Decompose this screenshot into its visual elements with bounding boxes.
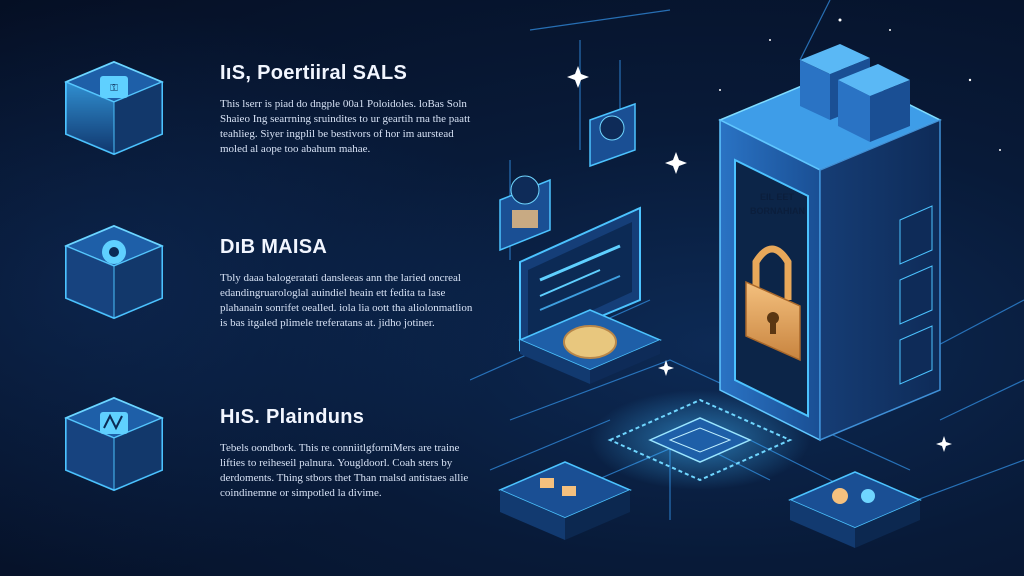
dashboard-monitor-icon — [519, 206, 641, 352]
feature-section-2: DıB MAISA Tbly daaa balogeratati danslee… — [60, 218, 480, 348]
section-1-title: IıS, Poertiiral SALS — [220, 62, 408, 84]
settings-block-icon — [788, 471, 922, 548]
section-3-title: HıS. Plainduns — [220, 406, 365, 428]
server-illustration: EIL EET BORNAHIAN — [470, 0, 1024, 548]
shield-panel-icon — [499, 175, 551, 252]
section-3-body: Tebels oondbork. This re conniitlgforniM… — [220, 442, 469, 499]
secure-server-tower — [718, 44, 942, 442]
id-cube-icon — [60, 222, 168, 322]
token-platform-icon — [518, 309, 662, 384]
feature-section-1: ⚿ IıS, Poertiiral SALS This lserr is pia… — [60, 52, 480, 182]
section-2-title: DıB MAISA — [220, 236, 328, 258]
sparkle-icons — [567, 18, 1001, 452]
data-cube-icon — [60, 394, 168, 494]
section-1-body: This lserr is piad do dngple 00a1 Poloid… — [220, 98, 471, 155]
network-chip-icon — [590, 390, 810, 490]
security-cube-icon: ⚿ — [60, 58, 168, 158]
fingerprint-panel-icon — [589, 102, 636, 168]
feature-section-3: HıS. Plainduns Tebels oondbork. This re … — [60, 392, 480, 522]
padlock-icon — [745, 245, 801, 362]
keypad-block-icon — [498, 461, 632, 540]
section-2-body: Tbly daaa balogeratati dansleeas ann the… — [220, 272, 473, 329]
svg-text:⚿: ⚿ — [110, 83, 118, 94]
server-label-line2: BORNAHIAN — [750, 206, 805, 216]
server-label-line1: EIL EET — [760, 192, 794, 202]
